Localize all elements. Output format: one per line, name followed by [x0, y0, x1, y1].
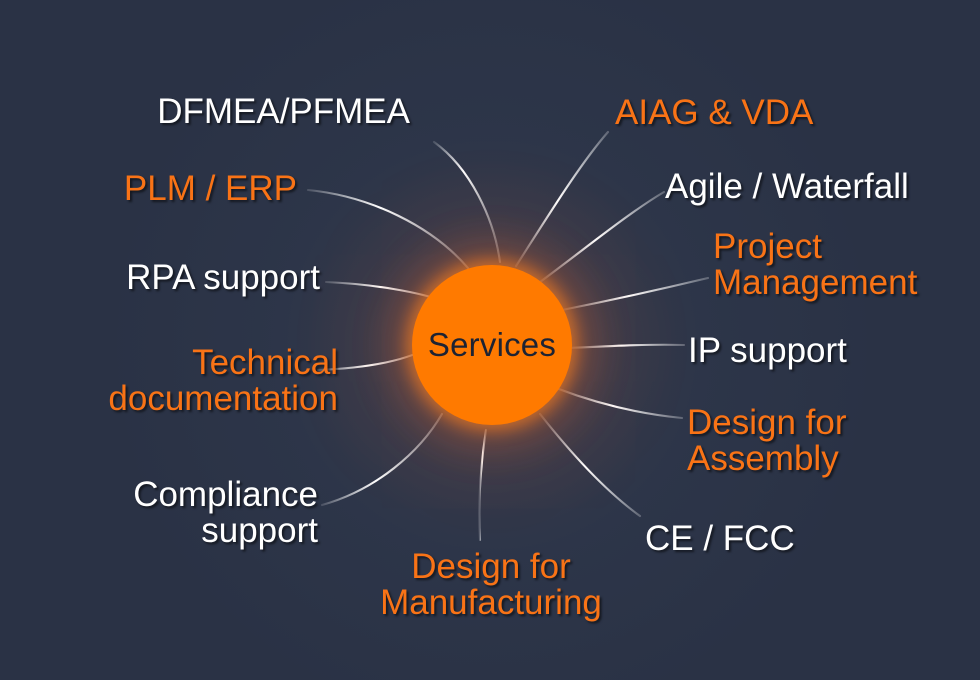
connector-line	[306, 188, 470, 270]
connector-line	[538, 190, 666, 284]
center-hub[interactable]: Services	[412, 265, 572, 425]
connector-line	[560, 276, 710, 312]
node-label-plm-erp[interactable]: PLM / ERP	[123, 169, 297, 208]
center-hub-label: Services	[427, 326, 557, 363]
node-label-project-management[interactable]: Project Management	[713, 227, 918, 302]
node-label-agile-waterfall[interactable]: Agile / Waterfall	[665, 167, 909, 206]
node-label-dfmea-pfmea[interactable]: DFMEA/PFMEA	[157, 92, 410, 131]
connector-line	[478, 428, 488, 542]
connector-line	[568, 343, 686, 350]
connector-line	[320, 412, 444, 507]
node-label-compliance-support[interactable]: Compliance support	[133, 475, 318, 550]
connector-line	[538, 412, 642, 518]
node-label-ip-support[interactable]: IP support	[688, 331, 847, 370]
node-label-design-for-manufacturing[interactable]: Design for Manufacturing	[380, 547, 602, 622]
connector-line	[514, 130, 610, 268]
node-label-design-for-assembly[interactable]: Design for Assembly	[687, 403, 847, 478]
node-label-aiag-vda[interactable]: AIAG & VDA	[615, 93, 814, 132]
connector-line	[432, 140, 502, 264]
connector-line	[554, 386, 684, 420]
node-label-rpa-support[interactable]: RPA support	[126, 258, 320, 297]
node-label-ce-fcc[interactable]: CE / FCC	[645, 519, 795, 558]
node-label-technical-documentation[interactable]: Technical documentation	[108, 343, 338, 418]
